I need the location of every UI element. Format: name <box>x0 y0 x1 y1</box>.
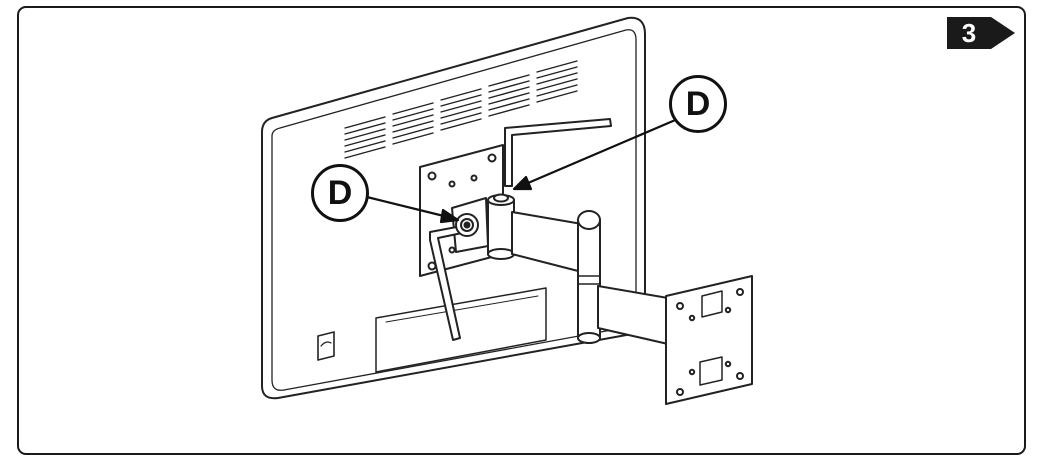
step-number: 3 <box>961 18 977 48</box>
step-badge-box <box>947 17 991 49</box>
diagram-frame <box>17 6 1026 455</box>
allen-key-upper <box>504 118 612 187</box>
next-arrow-icon <box>991 17 1015 49</box>
wall-plate <box>665 275 753 405</box>
callout-d-left: D <box>311 164 369 222</box>
pivot-bolt <box>455 213 479 237</box>
swing-arm <box>451 193 669 345</box>
ventilation-slots <box>344 60 578 159</box>
callout-arrows <box>365 116 682 224</box>
step-badge: 3 <box>947 17 1015 49</box>
callout-d-right: D <box>669 75 727 133</box>
